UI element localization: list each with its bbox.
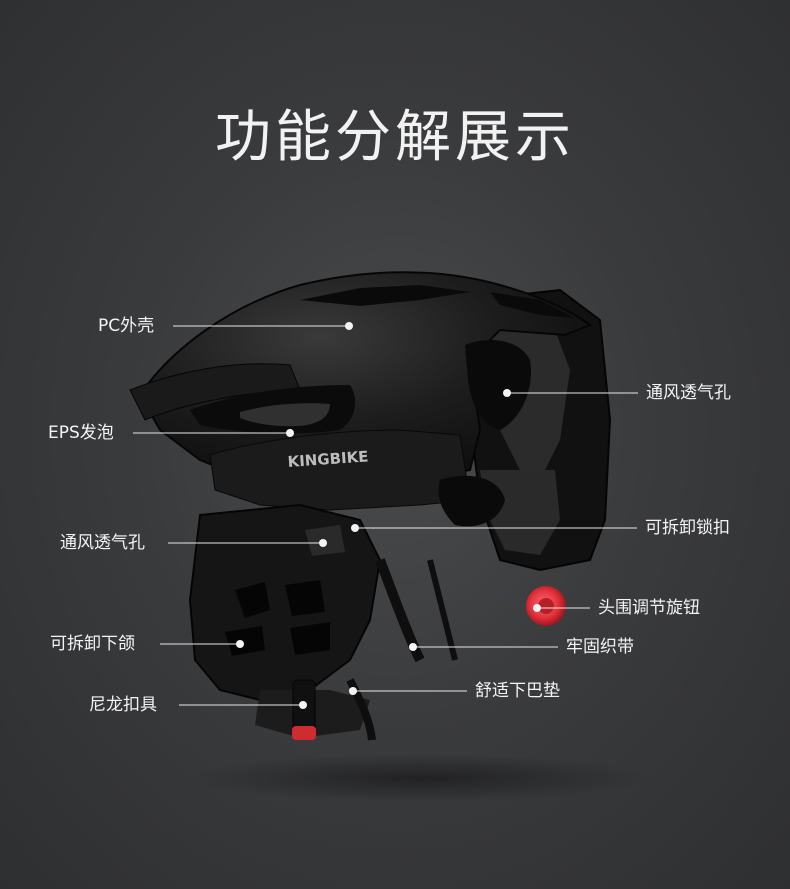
callout-chin-detachable: 可拆卸下颌	[50, 634, 135, 654]
callout-strap: 牢固织带	[566, 637, 634, 657]
page-title: 功能分解展示	[215, 105, 575, 170]
callout-lines	[133, 322, 638, 709]
rear-vent	[465, 340, 531, 430]
callout-dial: 头围调节旋钮	[598, 598, 700, 618]
chin-vent	[235, 582, 270, 618]
strap-2	[346, 678, 376, 741]
helmet-shell	[138, 271, 593, 492]
callout-vent-right: 通风透气孔	[646, 383, 731, 403]
callout-nylon-buckle: 尼龙扣具	[89, 695, 157, 715]
chin-vent-3	[225, 626, 265, 656]
chin-guard	[188, 503, 382, 702]
helmet-side-band	[209, 429, 471, 511]
callout-lock-clip: 可拆卸锁扣	[645, 518, 730, 538]
callout-chin-pad: 舒适下巴垫	[475, 681, 560, 701]
eps-foam-visible	[240, 403, 330, 427]
buckle-red-tab	[292, 726, 316, 740]
chin-vent-2	[285, 580, 325, 616]
brand-logo: KINGBIKE	[287, 447, 369, 471]
dial-knob-inner	[538, 598, 554, 614]
rear-vent-2	[438, 475, 505, 527]
callout-pc-shell: PC外壳	[98, 316, 155, 336]
ground-shadow	[190, 754, 650, 802]
callout-vent-left: 通风透气孔	[60, 533, 145, 553]
top-vent	[300, 285, 470, 306]
top-vent-2	[490, 292, 575, 318]
strap-3	[427, 559, 458, 661]
strap	[375, 558, 425, 663]
callout-eps-foam: EPS发泡	[48, 423, 114, 443]
chin-vent-4	[290, 622, 330, 655]
